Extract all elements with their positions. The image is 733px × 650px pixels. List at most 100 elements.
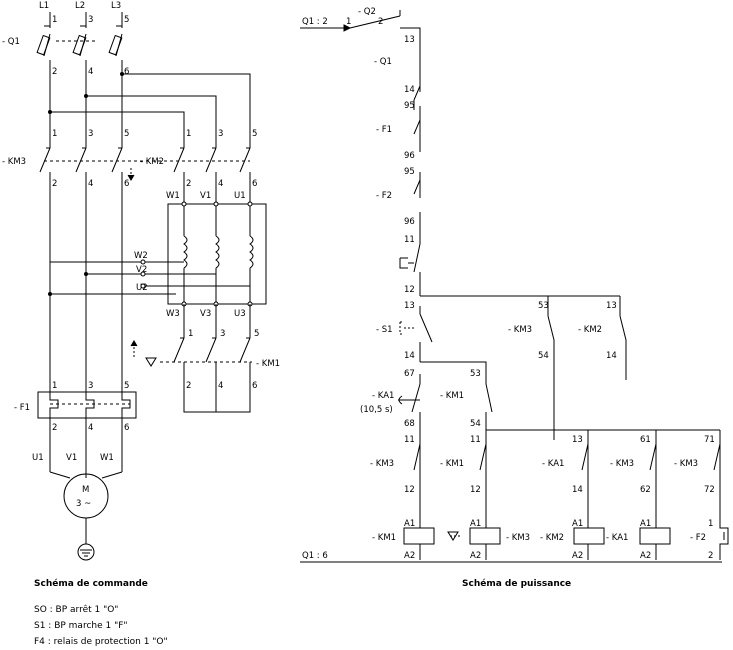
- km2-out-2: 2: [186, 179, 191, 189]
- q1-out-4: 4: [88, 67, 93, 77]
- f1-relay-box: [37, 391, 137, 419]
- terminal-label: A1: [404, 519, 415, 529]
- f1-in-1: 1: [52, 381, 57, 391]
- ctrl-q1-label: - Q1: [374, 57, 392, 67]
- km3-out-4: 4: [88, 179, 93, 189]
- km1-contacts: [173, 337, 251, 413]
- f1-out-6: 6: [124, 423, 129, 433]
- terminal-label: A2: [572, 551, 583, 561]
- motor-phase: 3 ~: [76, 499, 91, 509]
- term-u1: U1: [234, 191, 246, 201]
- ctrl-km1-b-label: - KM1: [440, 459, 464, 469]
- km2-contacts: [173, 147, 251, 176]
- km3-contacts: [39, 147, 123, 176]
- terminal-label: 96: [404, 151, 415, 161]
- ka1-delay: (10,5 s): [360, 405, 393, 415]
- km1-out-4: 4: [218, 381, 223, 391]
- term-u3: U3: [234, 309, 246, 319]
- terminal-label: 67: [404, 369, 415, 379]
- km2-in-3: 3: [218, 129, 223, 139]
- terminal-label: A2: [470, 551, 481, 561]
- ctrl-f2-label: - F2: [376, 191, 392, 201]
- ctrl-ka1-b-label: - KA1: [542, 459, 564, 469]
- coil-ka1: [639, 527, 671, 545]
- q1-out-2: 2: [52, 67, 57, 77]
- q1-in-3: 3: [88, 15, 93, 25]
- terminal-label: 13: [404, 301, 415, 311]
- caption-left: Schéma de commande: [34, 578, 148, 589]
- terminal-label: 2: [708, 551, 713, 561]
- coil-km1-label: - KM1: [372, 533, 396, 543]
- q2-term-1: 1: [346, 17, 351, 27]
- km3-in-5: 5: [124, 129, 129, 139]
- km1-out-2: 2: [186, 381, 191, 391]
- coil-f2-label: - F2: [690, 533, 706, 543]
- taps-to-km2: [50, 73, 251, 148]
- coil-km2-label: - KM2: [540, 533, 564, 543]
- coil-km2: [573, 527, 605, 545]
- terminal-label: 14: [404, 351, 415, 361]
- motor-windings: [183, 204, 254, 304]
- km2-out-4: 4: [218, 179, 223, 189]
- star-lines: [50, 261, 250, 295]
- km2-in-5: 5: [252, 129, 257, 139]
- q1-in-1: 1: [52, 15, 57, 25]
- q2-emergency: [413, 243, 421, 273]
- ctrl-f1-label: - F1: [376, 125, 392, 135]
- terminal-label: 62: [640, 485, 651, 495]
- term-v1: V1: [200, 191, 211, 201]
- terminal-label: A1: [470, 519, 481, 529]
- f2-contact: [413, 179, 421, 195]
- terminal-label: 13: [572, 435, 583, 445]
- legend-so: SO : BP arrêt 1 "O": [34, 604, 118, 615]
- term-w1: W1: [166, 191, 180, 201]
- motor-u1: U1: [32, 453, 44, 463]
- ctrl-km3-b-label: - KM3: [370, 459, 394, 469]
- f1-out-4: 4: [88, 423, 93, 433]
- coil-f2: [719, 520, 729, 560]
- terminal-label: A1: [572, 519, 583, 529]
- legend-s1: S1 : BP marche 1 "F": [34, 621, 128, 631]
- km3-in-1: 1: [52, 129, 57, 139]
- km3-out-2: 2: [52, 179, 57, 189]
- phase-l2: L2: [75, 1, 85, 11]
- km1-in-1: 1: [188, 329, 193, 339]
- terminal-label: 12: [404, 485, 415, 495]
- terminal-label: 13: [404, 35, 415, 45]
- term-w2: W2: [134, 251, 148, 261]
- motor-m: M: [82, 485, 89, 495]
- phase-l3: L3: [111, 1, 121, 11]
- coil-km3-label: - KM3: [506, 533, 530, 543]
- phase-l1: L1: [39, 1, 49, 11]
- terminal-label: 54: [538, 351, 549, 361]
- ctrl-km3-nc-label: - KM3: [508, 325, 532, 335]
- f1-thermal-elements: [49, 392, 131, 418]
- km3-aux-contact: [547, 315, 555, 430]
- terminal-label: A1: [640, 519, 651, 529]
- coil-ka1-label: - KA1: [606, 533, 628, 543]
- ctrl-km2-nc-label: - KM2: [578, 325, 602, 335]
- km3-in-3: 3: [88, 129, 93, 139]
- f1-in-5: 5: [124, 381, 129, 391]
- terminal-label: 95: [404, 167, 415, 177]
- terminal-label: A2: [640, 551, 651, 561]
- q2-label: - Q2: [358, 7, 376, 17]
- q1-out-6: 6: [124, 67, 129, 77]
- phase-l1-line: [49, 12, 123, 28]
- km3-label: - KM3: [2, 157, 26, 167]
- terminal-label: A2: [404, 551, 415, 561]
- f1-contact: [413, 119, 421, 135]
- ctrl-ka1-label: - KA1: [372, 391, 394, 401]
- ka1-timed-contact: [411, 374, 421, 430]
- ref-q1-6: Q1 : 6: [302, 551, 328, 561]
- terminal-label: 11: [404, 435, 415, 445]
- terminal-label: 53: [470, 369, 481, 379]
- motor-symbol: [63, 473, 109, 519]
- q1-in-5: 5: [124, 15, 129, 25]
- f1-label: - F1: [14, 403, 30, 413]
- terminal-label: 72: [704, 485, 715, 495]
- f1-out-2: 2: [52, 423, 57, 433]
- terminal-label: 96: [404, 217, 415, 227]
- ctrl-km3-d-label: - KM3: [674, 459, 698, 469]
